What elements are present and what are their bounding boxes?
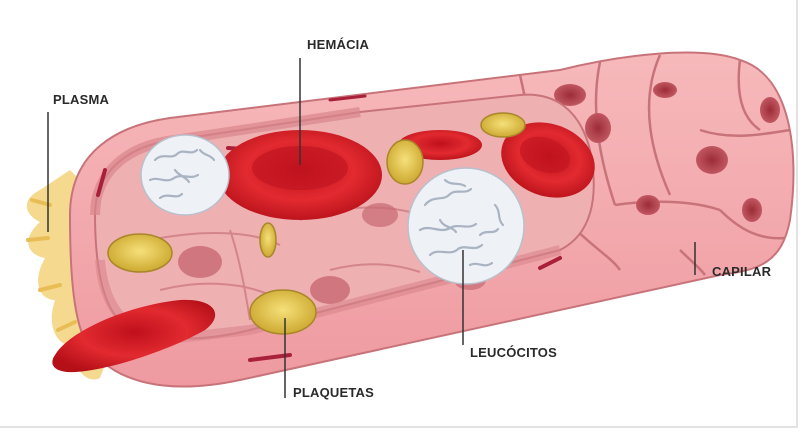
- label-plasma: PLASMA: [53, 92, 109, 107]
- leukocyte-large: [408, 168, 524, 284]
- label-hemacia: HEMÁCIA: [307, 37, 369, 52]
- label-plaquetas: PLAQUETAS: [293, 385, 374, 400]
- label-leucocitos: LEUCÓCITOS: [470, 345, 557, 360]
- label-capilar: CAPILAR: [712, 264, 771, 279]
- leukocyte-small: [141, 135, 229, 215]
